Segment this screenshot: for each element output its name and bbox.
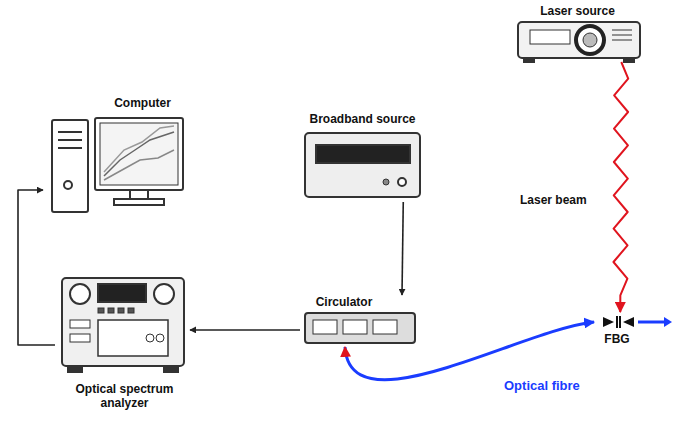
edge-label: Optical fibre — [502, 378, 582, 393]
computer-icon — [52, 118, 183, 212]
device-label: Laser source — [508, 4, 647, 18]
optical-fibre — [345, 322, 594, 380]
laser-source-icon — [518, 22, 640, 62]
laser-beam — [613, 62, 628, 312]
signal-line — [190, 329, 300, 331]
fbg-grating — [603, 316, 672, 328]
broadband-source-icon — [305, 133, 420, 197]
spectrum-analyzer-icon — [62, 278, 184, 372]
edge-label: Laser beam — [518, 193, 589, 207]
device-label: FBG — [594, 332, 640, 346]
device-label: Optical spectrum analyzer — [60, 382, 189, 410]
device-label: Computer — [93, 96, 192, 110]
broadband-source: Broadband source — [298, 112, 427, 202]
signal-line — [402, 202, 403, 295]
spectrum-analyzer: Optical spectrum analyzer — [55, 275, 190, 410]
device-label: Broadband source — [298, 112, 427, 126]
computer: Computer — [43, 96, 192, 214]
data-cable — [18, 190, 55, 345]
circulator-icon — [305, 313, 415, 343]
fbg: FBG — [594, 312, 640, 346]
circulator: Circulator — [300, 295, 420, 347]
laser-source: Laser source — [508, 4, 647, 62]
device-label: Circulator — [302, 295, 386, 309]
